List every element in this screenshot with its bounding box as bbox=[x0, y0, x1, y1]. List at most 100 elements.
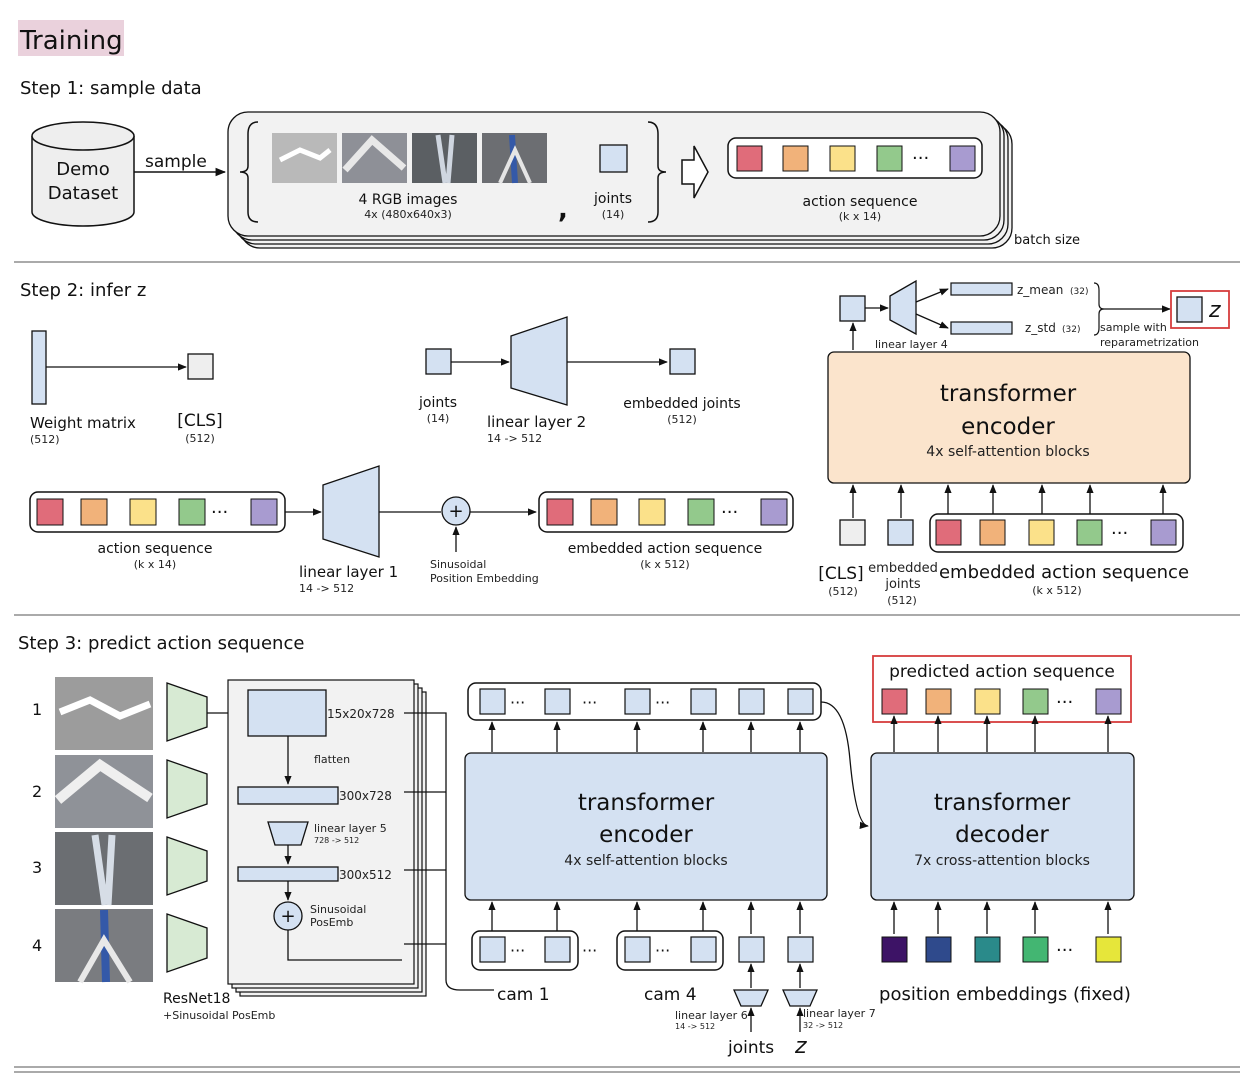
decoder-sub: 7x cross-attention blocks bbox=[914, 853, 1090, 869]
resnet-sub: +Sinusoidal PosEmb bbox=[163, 1009, 275, 1022]
emb-joints-shape: (512) bbox=[667, 413, 697, 426]
linear7-label: linear layer 7 bbox=[803, 1007, 876, 1020]
posemb-cells bbox=[881, 936, 1122, 963]
cam4-label: cam 4 bbox=[644, 985, 697, 1005]
cam4-dots: ··· bbox=[655, 941, 670, 960]
linear1-label: linear layer 1 bbox=[299, 563, 398, 581]
cam-between-dots: ··· bbox=[582, 941, 597, 960]
linear1-shape: 14 -> 512 bbox=[299, 582, 354, 595]
main-encoder-block bbox=[464, 752, 828, 901]
emb-action-label: embedded action sequence bbox=[568, 541, 762, 557]
bottom-action-label: embedded action sequence bbox=[939, 562, 1189, 583]
demo-dataset-cylinder bbox=[31, 121, 135, 227]
cvae-encoder-line1: transformer bbox=[940, 381, 1077, 407]
step2-action-container bbox=[29, 491, 286, 533]
enc-cls-input bbox=[839, 519, 866, 546]
enc-action-cells bbox=[935, 519, 1177, 546]
hollow-arrow bbox=[681, 145, 709, 199]
sample-label: sample bbox=[145, 152, 207, 172]
step3-z-symbol: z bbox=[794, 1034, 807, 1059]
posemb-label: position embeddings (fixed) bbox=[879, 984, 1131, 1005]
cam-number-4: 4 bbox=[32, 936, 42, 955]
step1-action-label: action sequence bbox=[802, 194, 917, 210]
weight-label: Weight matrix bbox=[30, 414, 136, 432]
step3-joints-label: joints bbox=[727, 1038, 774, 1058]
enc-joints-input bbox=[887, 519, 914, 546]
step1-dots: ··· bbox=[912, 148, 929, 169]
linear-layer-5 bbox=[267, 821, 309, 846]
encoder-to-decoder-arrow bbox=[820, 701, 869, 829]
resnet-label: ResNet18 bbox=[163, 991, 230, 1007]
cls-box bbox=[187, 353, 214, 380]
page-title: Training bbox=[19, 26, 123, 56]
step1-joints-label: joints bbox=[593, 191, 632, 207]
linear-layer-7 bbox=[782, 989, 818, 1007]
panel-to-encoder-lines bbox=[404, 712, 494, 991]
images-shape: 4x (480x640x3) bbox=[364, 208, 452, 221]
bottom-joints-shape: (512) bbox=[887, 594, 917, 607]
encoder-output-cells bbox=[479, 688, 814, 715]
cam-number-2: 2 bbox=[32, 782, 42, 801]
posemb-dots: ··· bbox=[1056, 940, 1073, 961]
step1-action-cells bbox=[736, 145, 976, 172]
cam1-label: cam 1 bbox=[497, 985, 550, 1005]
step2-joints-box bbox=[425, 348, 452, 375]
dataset-label-1: Demo bbox=[56, 159, 109, 180]
flatten-bar bbox=[237, 786, 339, 805]
bottom-cls-label: [CLS] bbox=[818, 564, 863, 584]
title-highlight bbox=[18, 20, 124, 56]
step2-action-shape: (k x 14) bbox=[134, 558, 176, 571]
zmean-label: z_mean bbox=[1017, 283, 1063, 297]
enc-out-dots-3: ··· bbox=[655, 693, 670, 712]
linear2-label: linear layer 2 bbox=[487, 413, 586, 431]
feat1-label: 15x20x728 bbox=[327, 707, 395, 721]
decoder-output-arrows bbox=[890, 715, 1112, 752]
encoder-cls-output bbox=[839, 295, 866, 322]
linear5-shape: 728 -> 512 bbox=[314, 836, 359, 845]
linear6-label: linear layer 6 bbox=[675, 1009, 748, 1022]
embedded-action-container bbox=[538, 491, 794, 533]
predicted-dots: ··· bbox=[1056, 692, 1073, 713]
decoder-line2: decoder bbox=[955, 822, 1049, 848]
dataset-label-2: Dataset bbox=[48, 183, 119, 204]
encoder-output-arrows bbox=[488, 721, 804, 752]
bottom-joints-line1: embedded bbox=[868, 561, 938, 576]
sample-line-2: reparametrization bbox=[1100, 336, 1199, 349]
enc-out-dots-1: ··· bbox=[510, 693, 525, 712]
emb-joints-label: embedded joints bbox=[623, 396, 740, 412]
enc-dots: ··· bbox=[1111, 523, 1128, 544]
step1-action-shape: (k x 14) bbox=[839, 210, 881, 223]
step2-action-label: action sequence bbox=[97, 541, 212, 557]
comma: , bbox=[558, 195, 568, 225]
flatten-label: flatten bbox=[314, 753, 350, 766]
embedded-action-cells bbox=[546, 498, 788, 526]
z-output-box bbox=[1176, 296, 1203, 323]
linear-layer-4 bbox=[889, 279, 917, 336]
cam-number-3: 3 bbox=[32, 858, 42, 877]
bottom-action-shape: (k x 512) bbox=[1032, 584, 1081, 597]
cam4-token-first bbox=[624, 936, 651, 963]
step3-sin-line-2: PosEmb bbox=[310, 916, 353, 929]
decoder-line1: transformer bbox=[934, 790, 1071, 816]
step1-heading: Step 1: sample data bbox=[20, 78, 202, 99]
enc-out-dots-2: ··· bbox=[582, 693, 597, 712]
cam4-token-last bbox=[690, 936, 717, 963]
weight-shape: (512) bbox=[30, 433, 60, 446]
main-encoder-line2: encoder bbox=[599, 822, 693, 848]
predicted-highlight bbox=[872, 655, 1132, 723]
main-encoder-sub: 4x self-attention blocks bbox=[564, 853, 727, 869]
zstd-arrow bbox=[915, 313, 949, 329]
cam1-dots: ··· bbox=[510, 941, 525, 960]
cvae-encoder-block bbox=[827, 351, 1191, 484]
feat2-label: 300x728 bbox=[339, 789, 392, 803]
zstd-label: z_std bbox=[1025, 321, 1056, 335]
linear-layer-1 bbox=[322, 465, 380, 558]
linear7-shape: 32 -> 512 bbox=[803, 1021, 843, 1030]
cvae-encoder-input-arrows bbox=[849, 484, 1167, 518]
linear5-label: linear layer 5 bbox=[314, 822, 387, 835]
emb-action-shape: (k x 512) bbox=[640, 558, 689, 571]
step2-joints-label: joints bbox=[418, 395, 457, 411]
cvae-encoder-line2: encoder bbox=[961, 414, 1055, 440]
bottom-joints-line2: joints bbox=[884, 577, 921, 592]
